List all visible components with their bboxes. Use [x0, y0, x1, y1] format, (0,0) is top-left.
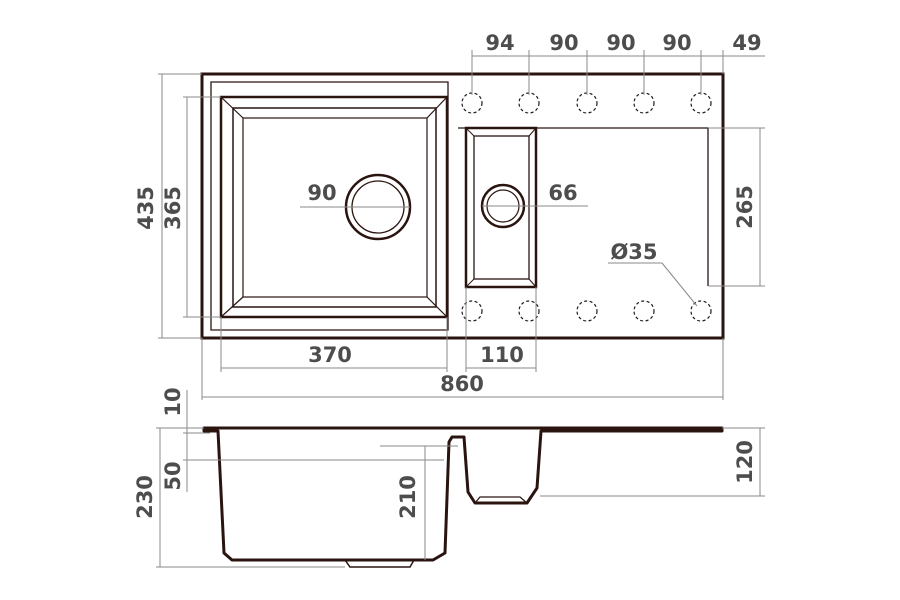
side-mid-dim: 210 [380, 445, 458, 560]
tap-hole [633, 92, 655, 114]
tap-hole [461, 300, 483, 322]
dim-370: 370 [308, 343, 352, 367]
tap-hole [461, 92, 483, 114]
dim-120: 120 [733, 440, 757, 484]
tap-hole [576, 300, 598, 322]
dim-365: 365 [161, 186, 185, 230]
side-left-dims: 230 10 50 [133, 387, 444, 568]
sink-outline-top [200, 72, 725, 340]
top-dimension-chain: 94 90 90 90 49 [471, 31, 765, 95]
dim-small-drain: 66 [548, 181, 577, 205]
dim-main-drain: 90 [307, 181, 336, 205]
dim-50: 50 [161, 461, 185, 490]
dim-110: 110 [480, 343, 524, 367]
side-view: 230 10 50 210 120 [133, 387, 765, 568]
top-view: 94 90 90 90 49 435 365 90 66 265 [134, 31, 765, 400]
sink-profile [202, 426, 724, 562]
dim-49: 49 [732, 31, 761, 55]
dim-435: 435 [134, 186, 158, 230]
right-vertical-dim: 265 [708, 127, 765, 287]
tap-hole [518, 92, 540, 114]
dim-90-a: 90 [549, 31, 578, 55]
dim-hole-diameter: Ø35 [610, 240, 657, 264]
dim-90-b: 90 [606, 31, 635, 55]
dim-210: 210 [396, 475, 420, 519]
dim-265: 265 [733, 185, 757, 229]
drain-board-outline [458, 127, 709, 286]
tap-hole [690, 92, 712, 114]
dim-230: 230 [133, 475, 157, 519]
dim-90-c: 90 [662, 31, 691, 55]
small-bowl-top [464, 126, 538, 289]
side-right-dim: 120 [540, 427, 765, 497]
sink-inner-rim [210, 81, 449, 331]
tap-hole [690, 300, 712, 322]
left-vertical-dims: 435 365 [134, 73, 221, 339]
tap-hole [633, 300, 655, 322]
dim-10: 10 [161, 387, 185, 416]
dim-94: 94 [485, 31, 514, 55]
dim-860: 860 [440, 372, 484, 396]
tap-hole [518, 300, 540, 322]
tap-hole [576, 92, 598, 114]
bottom-dims: 370 110 860 [201, 287, 724, 400]
